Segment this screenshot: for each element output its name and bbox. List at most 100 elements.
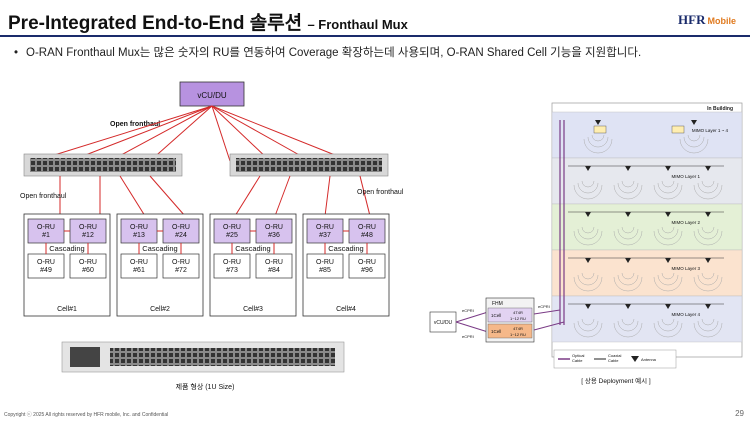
o-ru-box: [306, 253, 344, 279]
o-ru-box: [255, 253, 293, 279]
svg-text:Cable: Cable: [608, 358, 619, 363]
cascading-label: Cascading: [235, 244, 270, 253]
antenna-icon: [665, 166, 671, 171]
antenna-icon: [691, 120, 697, 125]
title-subtitle: – Fronthaul Mux: [307, 17, 408, 32]
o-ru-label: O-RU: [316, 224, 334, 231]
o-ru-label: #13: [133, 232, 145, 239]
o-ru-label: #72: [175, 267, 187, 274]
o-ru-label: O-RU: [172, 259, 190, 266]
antenna-icon: [595, 120, 601, 125]
o-ru-box: [348, 253, 386, 279]
vcu-du-box: [179, 81, 245, 107]
o-ru-label: #60: [82, 267, 94, 274]
ecpri-label-3: eCPRI: [538, 304, 550, 309]
o-ru-box: [27, 253, 65, 279]
floor-2: MIMO Layer 1: [551, 157, 743, 205]
o-ru-label: O-RU: [79, 259, 97, 266]
o-ru-label: #84: [268, 267, 280, 274]
mimo-layer-label: MIMO Layer 4: [671, 312, 700, 317]
legend-optical: Optical: [572, 353, 585, 358]
ecpri-label-2: eCPRI: [462, 334, 474, 339]
o-ru-label: O-RU: [37, 224, 55, 231]
fronthaul-links: [34, 105, 351, 162]
floor-5: MIMO Layer 4: [551, 295, 743, 343]
o-ru-label: #24: [175, 232, 187, 239]
antenna-icon: [585, 304, 591, 309]
cell-group-4: O-RU#37O-RU#85O-RU#48O-RU#96CascadingCel…: [302, 213, 390, 317]
o-ru-label: #49: [40, 267, 52, 274]
cell-group-1: O-RU#1O-RU#49O-RU#12O-RU#60CascadingCell…: [23, 213, 111, 317]
svg-text:Cable: Cable: [572, 358, 583, 363]
cell-name: Cell#1: [57, 306, 77, 313]
svg-text:4T4R: 4T4R: [513, 310, 523, 315]
open-fronthaul-right-label: Open fronthaul: [357, 189, 404, 196]
antenna-icon: [705, 212, 711, 217]
fhm-label: FHM: [492, 301, 503, 307]
open-fronthaul-left-label: Open fronthaul: [20, 193, 67, 200]
o-ru-label: #73: [226, 267, 238, 274]
o-ru-label: O-RU: [223, 259, 241, 266]
o-ru-box: [306, 218, 344, 244]
cell-label-1: 1Cell: [491, 313, 501, 318]
mimo-layer-label: MIMO Layer 1: [671, 174, 700, 179]
ecpri-label-1: eCPRI: [462, 308, 474, 313]
right-vcu-du-label: vCU/DU: [434, 320, 453, 326]
o-ru-label: O-RU: [358, 224, 376, 231]
bullet-text: O-RAN Fronthaul Mux는 많은 숫자의 RU를 연동하여 Cov…: [12, 46, 727, 60]
o-ru-label: O-RU: [223, 224, 241, 231]
o-ru-box: [162, 218, 200, 244]
cascading-label: Cascading: [328, 244, 363, 253]
o-ru-label: #36: [268, 232, 280, 239]
antenna-icon: [625, 258, 631, 263]
o-ru-label: O-RU: [358, 259, 376, 266]
o-ru-label: O-RU: [265, 259, 283, 266]
o-ru-label: #25: [226, 232, 238, 239]
o-ru-label: O-RU: [130, 224, 148, 231]
page-number: 29: [735, 409, 744, 418]
legend-antenna: Antenna: [641, 357, 657, 362]
logo-main: HFR: [678, 12, 706, 27]
o-ru-box: [213, 253, 251, 279]
o-ru-box: [69, 253, 107, 279]
o-ru-label: #85: [319, 267, 331, 274]
cell-label-2: 1Cell: [491, 329, 501, 334]
o-ru-box: [120, 253, 158, 279]
cell-name: Cell#3: [243, 306, 263, 313]
title-main: Pre-Integrated End-to-End 솔루션: [8, 13, 303, 34]
antenna-icon: [705, 166, 711, 171]
o-ru-label: #96: [361, 267, 373, 274]
floor-4: MIMO Layer 3: [551, 249, 743, 297]
o-ru-label: O-RU: [172, 224, 190, 231]
mimo-layer-label: MIMO Layer 1 ~ 4: [692, 128, 729, 133]
o-ru-label: #1: [42, 232, 50, 239]
fronthaul-topology-diagram: vCU/DU Open fronthaul: [20, 81, 404, 391]
o-ru-label: #37: [319, 232, 331, 239]
antenna-icon: [585, 212, 591, 217]
legend-box: [553, 349, 677, 369]
o-ru-box: [162, 253, 200, 279]
cascading-label: Cascading: [142, 244, 177, 253]
antenna-icon: [625, 166, 631, 171]
cell-group-2: O-RU#13O-RU#61O-RU#24O-RU#72CascadingCel…: [116, 213, 204, 317]
o-ru-label: O-RU: [265, 224, 283, 231]
antenna-icon: [705, 304, 711, 309]
title-rule: [0, 35, 750, 37]
o-ru-label: O-RU: [79, 224, 97, 231]
o-ru-box: [348, 218, 386, 244]
page-title: Pre-Integrated End-to-End 솔루션 – Fronthau…: [8, 8, 408, 35]
deployment-caption: [ 상용 Deployment 예시 ]: [581, 376, 651, 385]
product-caption: 제품 형상 (1U Size): [176, 382, 235, 391]
o-ru-box: [213, 218, 251, 244]
o-ru-box: [69, 218, 107, 244]
o-ru-label: O-RU: [37, 259, 55, 266]
mimo-layer-label: MIMO Layer 3: [671, 266, 700, 271]
antenna-icon: [585, 166, 591, 171]
cell-name: Cell#2: [150, 306, 170, 313]
o-ru-label: #12: [82, 232, 94, 239]
antenna-icon: [625, 304, 631, 309]
antenna-icon: [585, 258, 591, 263]
